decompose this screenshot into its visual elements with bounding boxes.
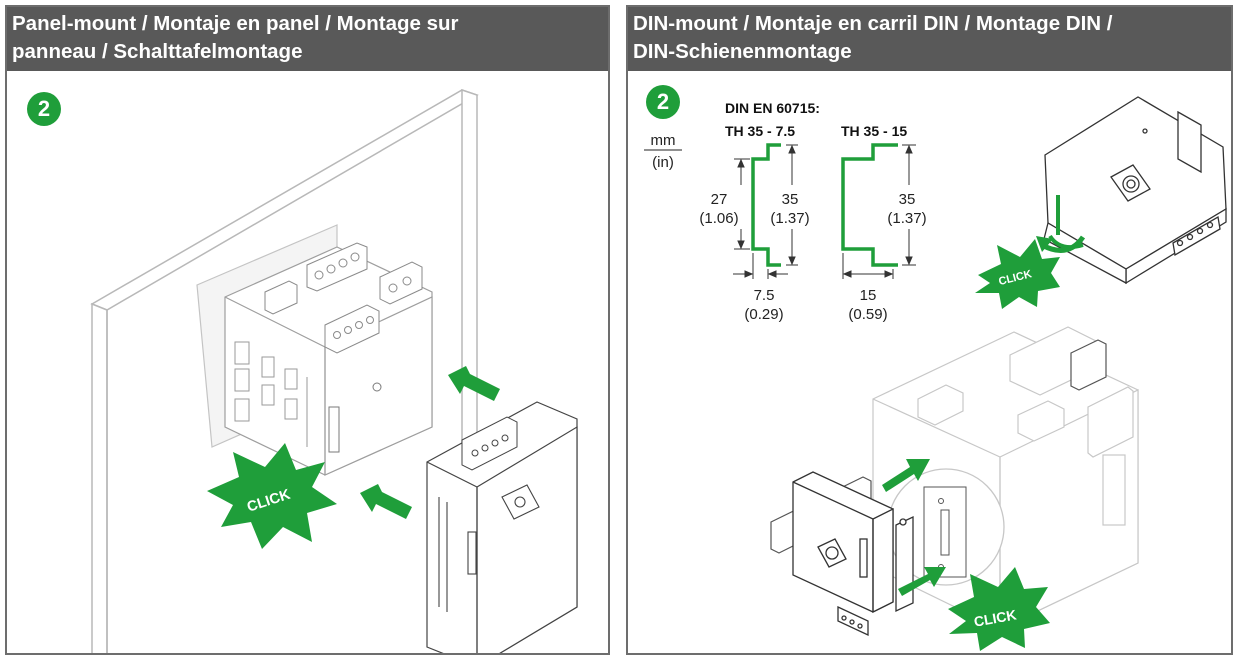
rail1-name: TH 35 - 7.5 (725, 123, 795, 139)
rail1-depth-in: (0.29) (744, 306, 783, 323)
meter-side-slots (234, 341, 308, 447)
din-mount-title-line1: DIN-mount / Montaje en carril DIN / Mont… (633, 12, 1113, 35)
rail1-height: 35 (782, 191, 799, 208)
click-burst-bottom: CLICK (948, 567, 1050, 651)
io-module-face-details (438, 484, 540, 612)
rail2-depth-in: (0.59) (848, 306, 887, 323)
zoom-detail (923, 486, 967, 578)
panel-mount-title-line2: panneau / Schalttafelmontage (12, 40, 303, 63)
din-module-front (792, 471, 914, 637)
rail1-depth: 7.5 (754, 287, 775, 304)
din-mount-header: DIN-mount / Montaje en carril DIN / Mont… (628, 7, 1231, 71)
rail2-height: 35 (899, 191, 916, 208)
rail2-profile (841, 143, 898, 267)
din-mount-title-line2: DIN-Schienenmontage (633, 40, 852, 63)
io-module-connector (461, 416, 518, 471)
click-burst-top: CLICK (975, 239, 1060, 309)
rail1-height-in: (1.37) (770, 210, 809, 227)
din-mount-illustration: mm (in) DIN EN 60715: TH 35 - 7.5 TH 35 … (644, 96, 1227, 651)
din-module-top (1043, 96, 1227, 285)
panel-mount-title-line1: Panel-mount / Montaje en panel / Montage… (12, 12, 459, 35)
unit-in-label: (in) (652, 154, 674, 171)
step-badge-right: 2 (646, 85, 680, 119)
insert-arrow-upper (448, 366, 500, 401)
rotate-arrow-head (1036, 236, 1053, 252)
step-badge-left: 2 (27, 92, 61, 126)
rail2-name: TH 35 - 15 (841, 123, 907, 139)
insert-arrows (360, 366, 500, 519)
panel-mount-panel: Panel-mount / Montaje en panel / Montage… (5, 5, 610, 655)
meter-front-details (328, 382, 382, 453)
rail1-inner-height: 27 (711, 191, 728, 208)
insert-arrow-lower (360, 484, 412, 519)
click-label-bottom: CLICK (973, 606, 1018, 629)
click-burst-left: CLICK (207, 443, 337, 549)
din-standard-label: DIN EN 60715: (725, 100, 820, 116)
unit-mm-label: mm (651, 132, 676, 149)
rail1-dimension-lines (733, 144, 798, 279)
panel-mount-illustration: CLICK (90, 88, 578, 653)
din-insert-arrows (882, 459, 946, 596)
meter-terminal-blocks (264, 242, 423, 354)
din-insert-arrow-upper (882, 459, 930, 492)
rail1-profile (751, 143, 781, 267)
rotate-arrow (1048, 195, 1084, 250)
panel-mount-header: Panel-mount / Montaje en panel / Montage… (7, 7, 608, 71)
rail2-dimension-lines (842, 144, 916, 279)
rail2-depth: 15 (860, 287, 877, 304)
rail1-inner-height-in: (1.06) (699, 210, 738, 227)
mounting-panel-plate (90, 88, 479, 653)
din-mount-panel: DIN-mount / Montaje en carril DIN / Mont… (626, 5, 1233, 655)
rail2-height-in: (1.37) (887, 210, 926, 227)
din-insert-arrow-lower (898, 567, 946, 596)
